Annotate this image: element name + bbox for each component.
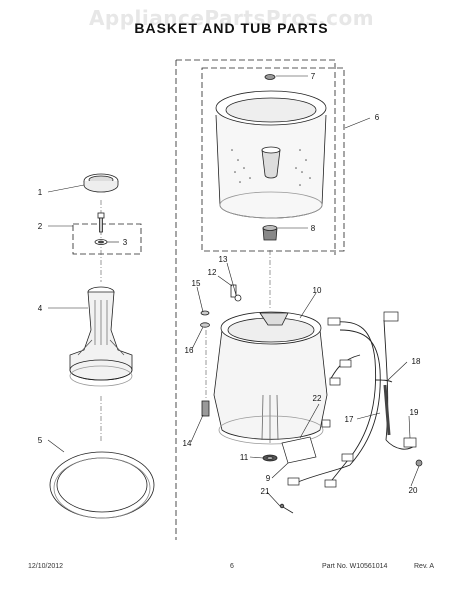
dashed-boundary [72, 59, 345, 540]
basket-nut-part [264, 74, 276, 80]
callout-15: 15 [192, 279, 201, 288]
pressure-switch-part [281, 436, 317, 464]
callout-labels: 1 2 3 4 5 6 7 8 9 10 11 12 13 14 15 16 1… [38, 72, 421, 496]
wash-basket-part [215, 90, 327, 219]
footer-part-no: Part No. W10561014 [322, 563, 388, 570]
screw-part [279, 503, 294, 514]
spring-part [201, 400, 210, 417]
agitator-cap-part [83, 173, 119, 193]
callout-10: 10 [313, 286, 322, 295]
footer-rev: Rev. A [414, 563, 435, 570]
callout-21: 21 [261, 487, 270, 496]
footer-date: 12/10/2012 [28, 563, 64, 570]
page-title: BASKET AND TUB PARTS [134, 20, 329, 36]
agitator-bolt-part [94, 212, 108, 245]
footer-page: 6 [230, 563, 234, 570]
callout-4: 4 [38, 304, 43, 313]
callout-1: 1 [38, 188, 43, 197]
callout-7: 7 [311, 72, 316, 81]
outer-tub-part [213, 311, 328, 445]
callout-2: 2 [38, 222, 43, 231]
callout-11: 11 [240, 453, 249, 462]
agitator-part [69, 286, 133, 387]
callout-9: 9 [266, 474, 271, 483]
tub-seal-part [262, 454, 278, 462]
callout-16: 16 [185, 346, 194, 355]
callout-14: 14 [183, 439, 192, 448]
callout-3: 3 [123, 238, 128, 247]
wire-connectors [287, 311, 417, 488]
balance-ring-part [49, 451, 155, 519]
callout-8: 8 [311, 224, 316, 233]
callout-17: 17 [345, 415, 354, 424]
callout-18: 18 [412, 357, 421, 366]
callout-12: 12 [208, 268, 217, 277]
callout-19: 19 [410, 408, 419, 417]
grommet-part [200, 310, 210, 328]
hose-clamp-part [230, 284, 242, 302]
callout-6: 6 [375, 113, 380, 122]
callout-13: 13 [219, 255, 228, 264]
callout-22: 22 [313, 394, 322, 403]
clip-part [415, 459, 423, 467]
basket-hub-part [262, 225, 278, 241]
callout-5: 5 [38, 436, 43, 445]
callout-20: 20 [409, 486, 418, 495]
leader-lines [47, 75, 420, 507]
watermark-text: AppliancePartsPros.com [88, 6, 375, 30]
